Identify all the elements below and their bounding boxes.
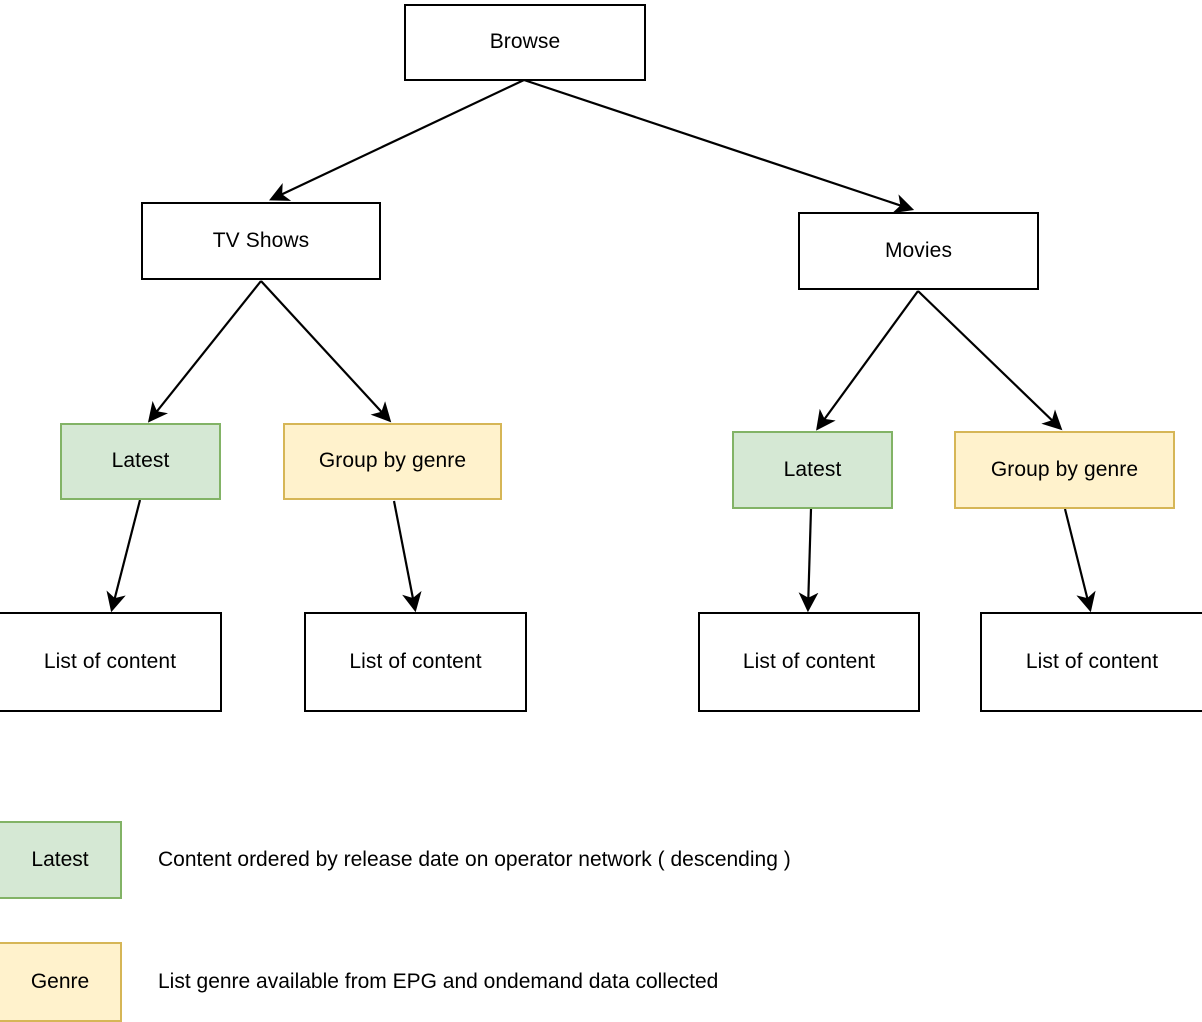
edge-tv-latest-to-list (106, 499, 142, 613)
node-tv-shows-label: TV Shows (212, 228, 310, 252)
node-tv-genre-list-of-content[interactable]: List of content (304, 612, 527, 712)
node-tv-group-by-genre[interactable]: Group by genre (283, 423, 502, 500)
node-movies-genre-list-label: List of content (1025, 649, 1159, 673)
node-movies-label: Movies (884, 238, 953, 262)
edge-movies-genre-to-list (1063, 508, 1096, 613)
edge-tv-genre-to-list (392, 500, 422, 613)
node-movies-latest[interactable]: Latest (732, 431, 893, 509)
legend-row-latest: Latest Content ordered by release date o… (0, 821, 791, 899)
legend-swatch-latest-label: Latest (31, 848, 89, 871)
node-tv-latest[interactable]: Latest (60, 423, 221, 500)
node-movies-group-by-genre[interactable]: Group by genre (954, 431, 1175, 509)
node-movies[interactable]: Movies (798, 212, 1039, 290)
legend-description-latest: Content ordered by release date on opera… (158, 848, 791, 871)
node-tv-latest-list-of-content[interactable]: List of content (0, 612, 222, 712)
node-movies-latest-list-label: List of content (742, 649, 876, 673)
node-tv-group-by-genre-label: Group by genre (318, 449, 467, 473)
node-browse-label: Browse (489, 30, 561, 54)
legend-swatch-latest: Latest (0, 821, 122, 899)
node-movies-group-by-genre-label: Group by genre (990, 457, 1139, 481)
node-tv-shows[interactable]: TV Shows (141, 202, 381, 280)
node-tv-latest-label: Latest (111, 449, 170, 473)
legend-row-genre: Genre List genre available from EPG and … (0, 942, 718, 1022)
node-tv-genre-list-label: List of content (349, 649, 482, 673)
node-movies-latest-label: Latest (783, 457, 842, 481)
node-browse[interactable]: Browse (404, 4, 646, 81)
edge-tv-shows-to-latest (147, 280, 262, 423)
edge-movies-latest-to-list (798, 508, 819, 613)
edge-tv-shows-to-genre (260, 280, 392, 423)
legend-swatch-genre: Genre (0, 942, 122, 1022)
edge-browse-to-tv-shows (269, 79, 525, 201)
edge-movies-to-genre (917, 290, 1063, 431)
node-tv-latest-list-label: List of content (43, 649, 177, 673)
edge-browse-to-movies (523, 78, 915, 214)
edge-movies-to-latest (816, 290, 919, 431)
legend-swatch-genre-label: Genre (30, 970, 90, 993)
node-movies-genre-list-of-content[interactable]: List of content (980, 612, 1202, 712)
node-movies-latest-list-of-content[interactable]: List of content (698, 612, 920, 712)
legend-description-genre: List genre available from EPG and ondema… (158, 970, 719, 993)
